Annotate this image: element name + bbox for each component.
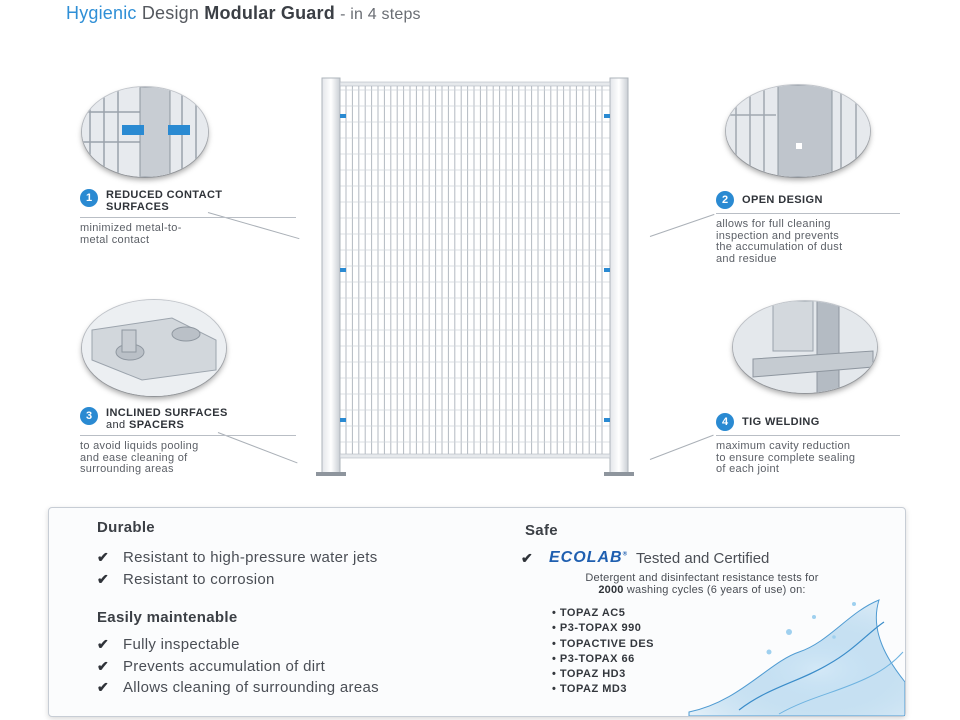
list-item: ✔Allows cleaning of surrounding areas bbox=[97, 679, 379, 697]
open-design-illustration bbox=[726, 85, 870, 177]
water-splash-illustration bbox=[688, 599, 905, 716]
leader-line-4 bbox=[649, 434, 714, 460]
feature-description: to avoid liquids pooling and ease cleani… bbox=[80, 440, 199, 475]
title-steps: - in 4 steps bbox=[340, 6, 421, 23]
detail-circle-contact-surfaces bbox=[82, 87, 208, 177]
fence-clamps bbox=[340, 114, 610, 422]
feature-title: OPEN DESIGN bbox=[742, 194, 823, 206]
detail-circle-inclined-surfaces bbox=[82, 300, 226, 396]
detail-circle-tig-welding bbox=[733, 301, 877, 393]
feature-number-badge: 4 bbox=[716, 413, 734, 431]
fence-frame-top bbox=[339, 81, 611, 87]
feature-number-badge: 2 bbox=[716, 191, 734, 209]
checkmark-icon: ✔ bbox=[97, 657, 110, 674]
checkmark-icon: ✔ bbox=[97, 570, 110, 587]
checkmark-icon: ✔ bbox=[97, 549, 110, 566]
durable-list: ✔Resistant to high-pressure water jets ✔… bbox=[97, 547, 378, 590]
resistance-tests-text: Detergent and disinfectant resistance te… bbox=[585, 572, 819, 596]
feature-open-design: 2 OPEN DESIGN allows for full cleaning i… bbox=[716, 191, 900, 265]
fence-illustration bbox=[316, 77, 634, 476]
feature-reduced-contact: 1 REDUCED CONTACT SURFACES minimized met… bbox=[80, 189, 296, 246]
feature-description: minimized metal-to- metal contact bbox=[80, 222, 182, 246]
maintainable-heading: Easily maintenable bbox=[97, 609, 238, 626]
clamp-right-bottom bbox=[604, 418, 610, 422]
feature-divider bbox=[80, 217, 296, 218]
clamp-right-mid bbox=[604, 268, 610, 272]
feature-title: TIG WELDING bbox=[742, 416, 820, 428]
feature-divider bbox=[716, 213, 900, 214]
fence-frame-bottom bbox=[339, 453, 611, 459]
clamp-right-top bbox=[604, 114, 610, 118]
checkmark-icon: ✔ bbox=[97, 679, 110, 696]
checkmark-icon: ✔ bbox=[521, 549, 533, 566]
title-design: Design bbox=[141, 3, 200, 23]
tig-welding-illustration bbox=[733, 301, 877, 393]
list-item: • TOPAZ HD3 bbox=[552, 668, 626, 681]
fence-feet bbox=[316, 472, 634, 476]
foot-right bbox=[604, 472, 634, 476]
benefits-panel: Durable ✔Resistant to high-pressure wate… bbox=[48, 507, 906, 717]
list-item: • TOPACTIVE DES bbox=[552, 637, 655, 650]
clamp-left-mid bbox=[340, 268, 346, 272]
feature-description: allows for full cleaning inspection and … bbox=[716, 218, 843, 265]
fence-post-left bbox=[321, 77, 341, 475]
clamp-left-top bbox=[340, 114, 346, 118]
feature-divider bbox=[80, 435, 296, 436]
safe-heading: Safe bbox=[525, 522, 558, 539]
durable-heading: Durable bbox=[97, 519, 155, 536]
feature-title: REDUCED CONTACT SURFACES bbox=[106, 189, 223, 213]
feature-title: INCLINED SURFACES and SPACERS bbox=[106, 407, 228, 431]
feature-tig-welding: 4 TIG WELDING maximum cavity reduction t… bbox=[716, 413, 900, 476]
feature-inclined-surfaces: 3 INCLINED SURFACES and SPACERS to avoid… bbox=[80, 407, 296, 476]
chemical-list: • TOPAZ AC5 • P3-TOPAX 990 • TOPACTIVE D… bbox=[552, 607, 654, 699]
list-item: ✔Resistant to high-pressure water jets bbox=[97, 549, 378, 567]
list-item: • TOPAZ AC5 bbox=[552, 607, 626, 619]
list-item: • TOPAZ MD3 bbox=[552, 683, 627, 696]
list-item: • P3-TOPAX 66 bbox=[552, 652, 635, 665]
checkmark-icon: ✔ bbox=[97, 636, 110, 653]
fence-mesh-vertical bbox=[345, 86, 603, 454]
title-hygienic: Hygienic bbox=[66, 3, 137, 23]
feature-number-badge: 3 bbox=[80, 407, 98, 425]
page-title: Hygienic Design Modular Guard - in 4 ste… bbox=[66, 3, 421, 24]
leader-line-2 bbox=[649, 213, 715, 237]
ecolab-certification: ✔ ECOLAB® Tested and Certified bbox=[521, 549, 769, 567]
fence-post-right bbox=[609, 77, 629, 475]
ecolab-logo: ECOLAB® bbox=[549, 549, 628, 566]
foot-left bbox=[316, 472, 346, 476]
inclined-surfaces-illustration bbox=[82, 300, 226, 396]
feature-number-badge: 1 bbox=[80, 189, 98, 207]
detail-circle-open-design bbox=[726, 85, 870, 177]
list-item: ✔Fully inspectable bbox=[97, 636, 240, 654]
list-item: ✔Prevents accumulation of dirt bbox=[97, 657, 326, 675]
fence-mesh-horizontal bbox=[340, 89, 610, 443]
contact-surfaces-illustration bbox=[82, 87, 208, 177]
feature-divider bbox=[716, 435, 900, 436]
list-item: • P3-TOPAX 990 bbox=[552, 622, 642, 635]
list-item: ✔Resistant to corrosion bbox=[97, 570, 275, 588]
title-modular-guard: Modular Guard bbox=[204, 3, 335, 23]
clamp-left-bottom bbox=[340, 418, 346, 422]
certification-text: Tested and Certified bbox=[635, 549, 770, 567]
feature-description: maximum cavity reduction to ensure compl… bbox=[716, 440, 856, 475]
maintainable-list: ✔Fully inspectable ✔Prevents accumulatio… bbox=[97, 634, 379, 699]
